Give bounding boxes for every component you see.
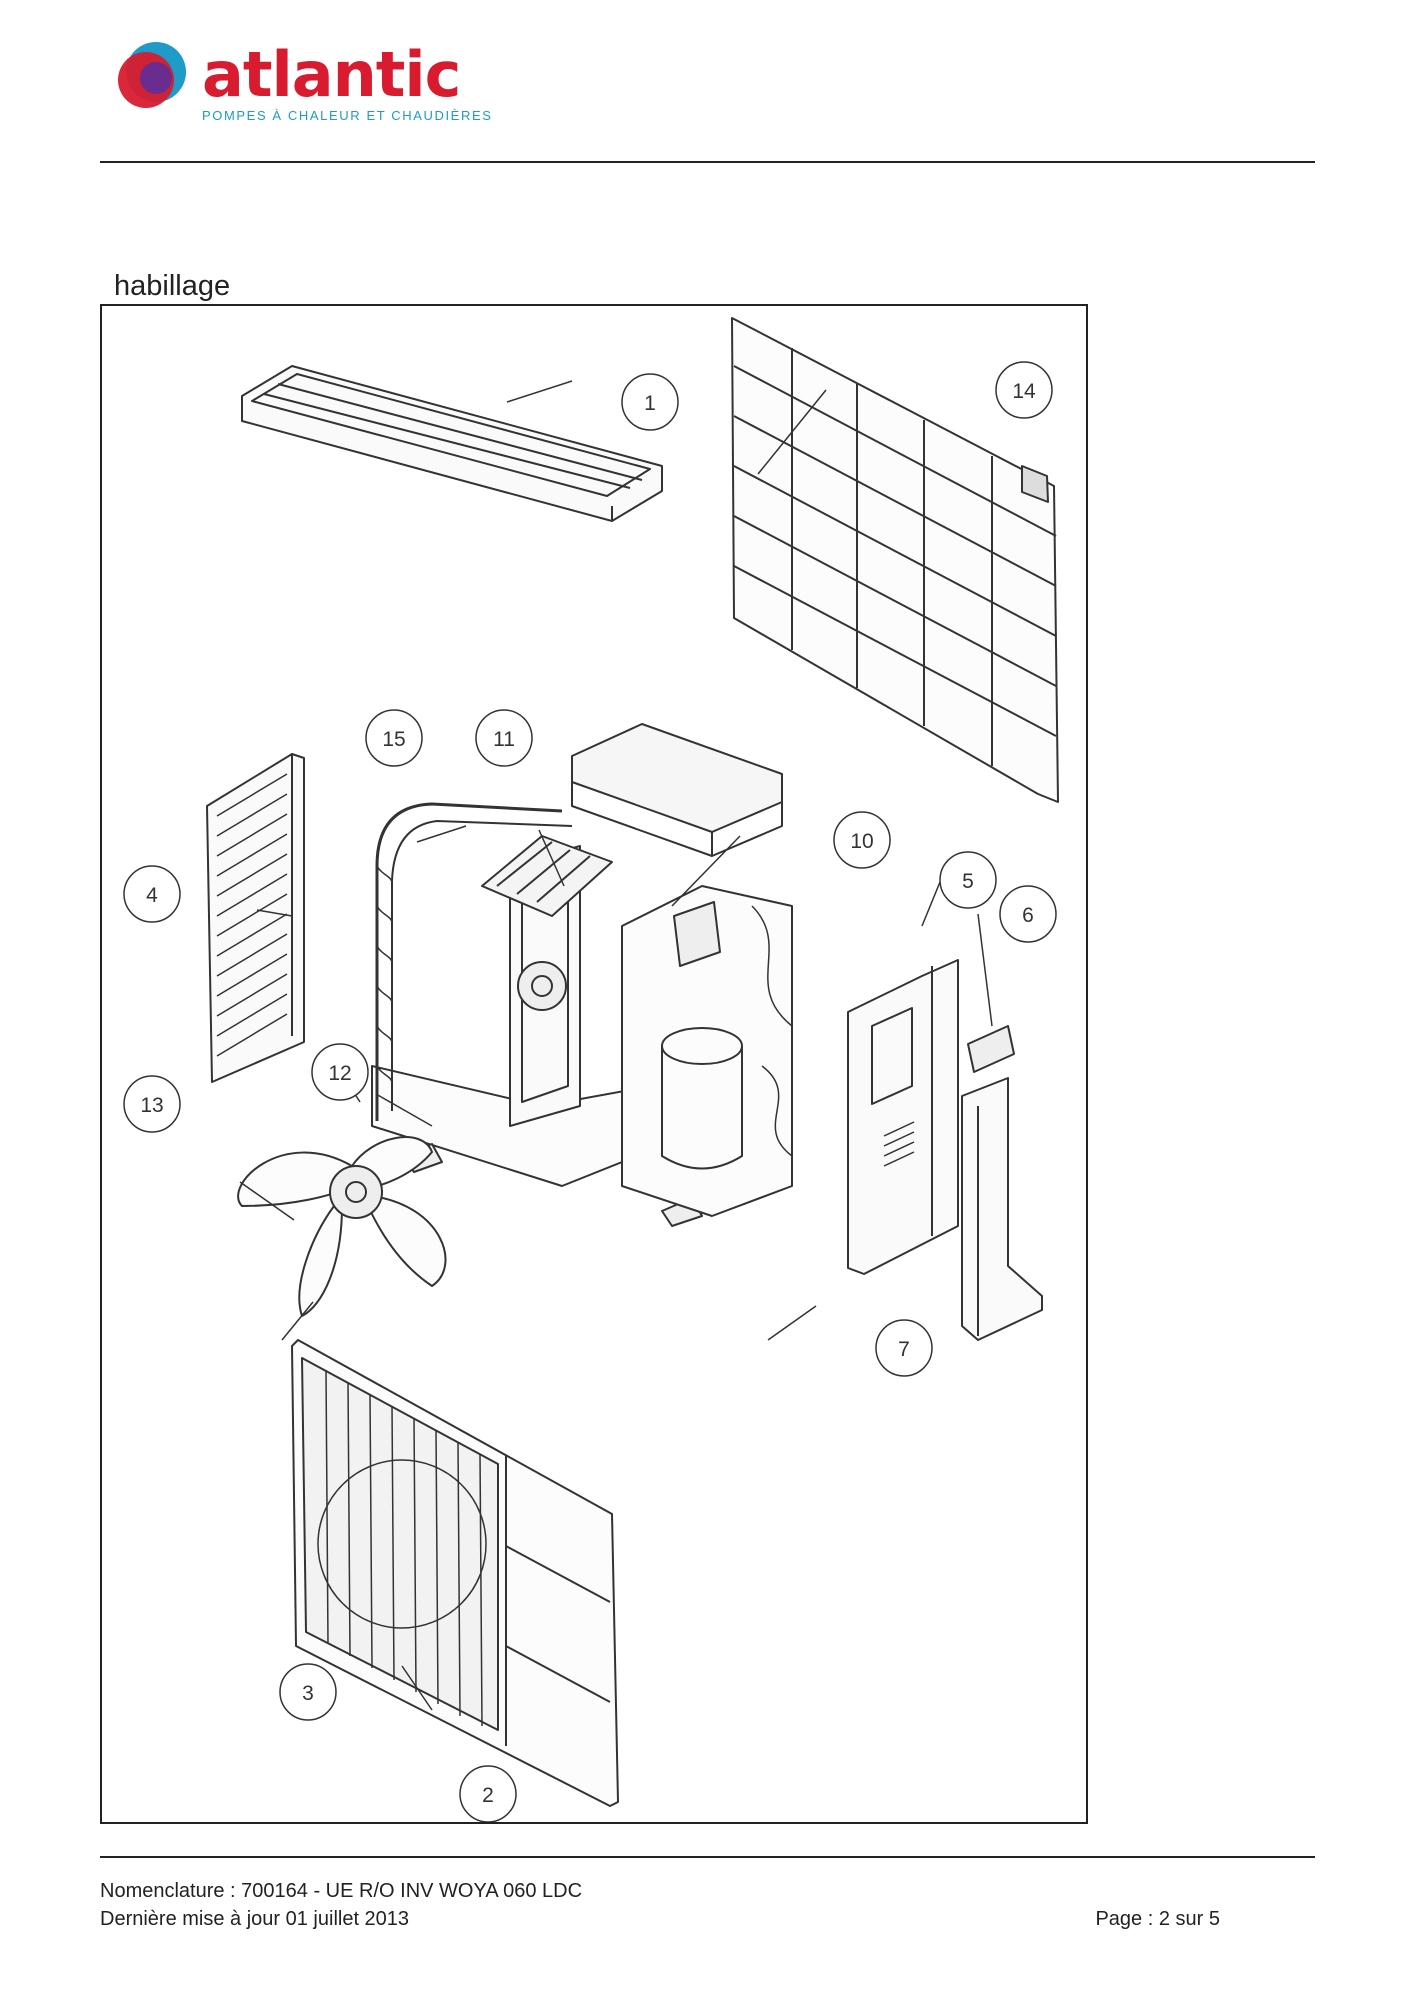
- callout-3: 3: [279, 1663, 337, 1721]
- callout-1: 1: [621, 373, 679, 431]
- callout-10: 10: [833, 811, 891, 869]
- callout-6: 6: [999, 885, 1057, 943]
- footer-divider: [100, 1856, 1315, 1858]
- callout-label: 7: [898, 1338, 910, 1361]
- part-top-cover: [241, 365, 663, 522]
- callout-label: 12: [328, 1062, 351, 1085]
- part-front-grille: [301, 1357, 499, 1731]
- header-divider: [100, 161, 1315, 163]
- callout-label: 1: [644, 392, 656, 415]
- callout-13: 13: [123, 1075, 181, 1133]
- logo-tagline: POMPES À CHALEUR ET CHAUDIÈRES: [202, 108, 493, 123]
- footer-nomenclature: Nomenclature : 700164 - UE R/O INV WOYA …: [100, 1880, 583, 1902]
- exploded-view-frame: 1 14 15 11 10 4 5 6: [100, 304, 1088, 1824]
- callout-label: 10: [850, 830, 873, 853]
- part-control-box: [571, 723, 783, 857]
- part-compressor-compartment: [621, 885, 793, 1217]
- callout-15: 15: [365, 709, 423, 767]
- footer-page-number: Page : 2 sur 5: [1095, 1908, 1220, 1930]
- callout-label: 6: [1022, 904, 1034, 927]
- part-fan-blade: [237, 1136, 447, 1317]
- part-motor-support-plate: [481, 835, 613, 917]
- part-handle: [967, 1025, 1015, 1073]
- callout-label: 3: [302, 1682, 314, 1705]
- brand-logo: atlantic POMPES À CHALEUR ET CHAUDIÈRES: [112, 38, 492, 128]
- exploded-view-diagram: 1 14 15 11 10 4 5 6: [123, 317, 1059, 1822]
- callout-12: 12: [311, 1043, 369, 1101]
- callout-2: 2: [459, 1765, 517, 1822]
- callout-7: 7: [875, 1319, 933, 1377]
- callout-label: 2: [482, 1784, 494, 1807]
- part-side-grille: [206, 753, 305, 1083]
- callout-14: 14: [995, 361, 1053, 419]
- callout-label: 5: [962, 870, 974, 893]
- callout-label: 11: [493, 728, 515, 751]
- callout-4: 4: [123, 865, 181, 923]
- callout-label: 13: [140, 1094, 163, 1117]
- section-title: habillage: [114, 270, 231, 302]
- callout-label: 15: [382, 728, 405, 751]
- part-rear-grille: [731, 317, 1059, 803]
- callout-5: 5: [939, 851, 997, 909]
- atlantic-logo-icon: [118, 42, 186, 108]
- footer-last-updated: Dernière mise à jour 01 juillet 2013: [100, 1908, 410, 1930]
- part-right-panel: [847, 959, 959, 1275]
- logo-wordmark: atlantic: [202, 38, 461, 111]
- part-valve-cover: [961, 1077, 1043, 1341]
- callout-label: 4: [146, 884, 158, 907]
- callout-11: 11: [475, 709, 533, 767]
- callout-label: 14: [1012, 380, 1036, 403]
